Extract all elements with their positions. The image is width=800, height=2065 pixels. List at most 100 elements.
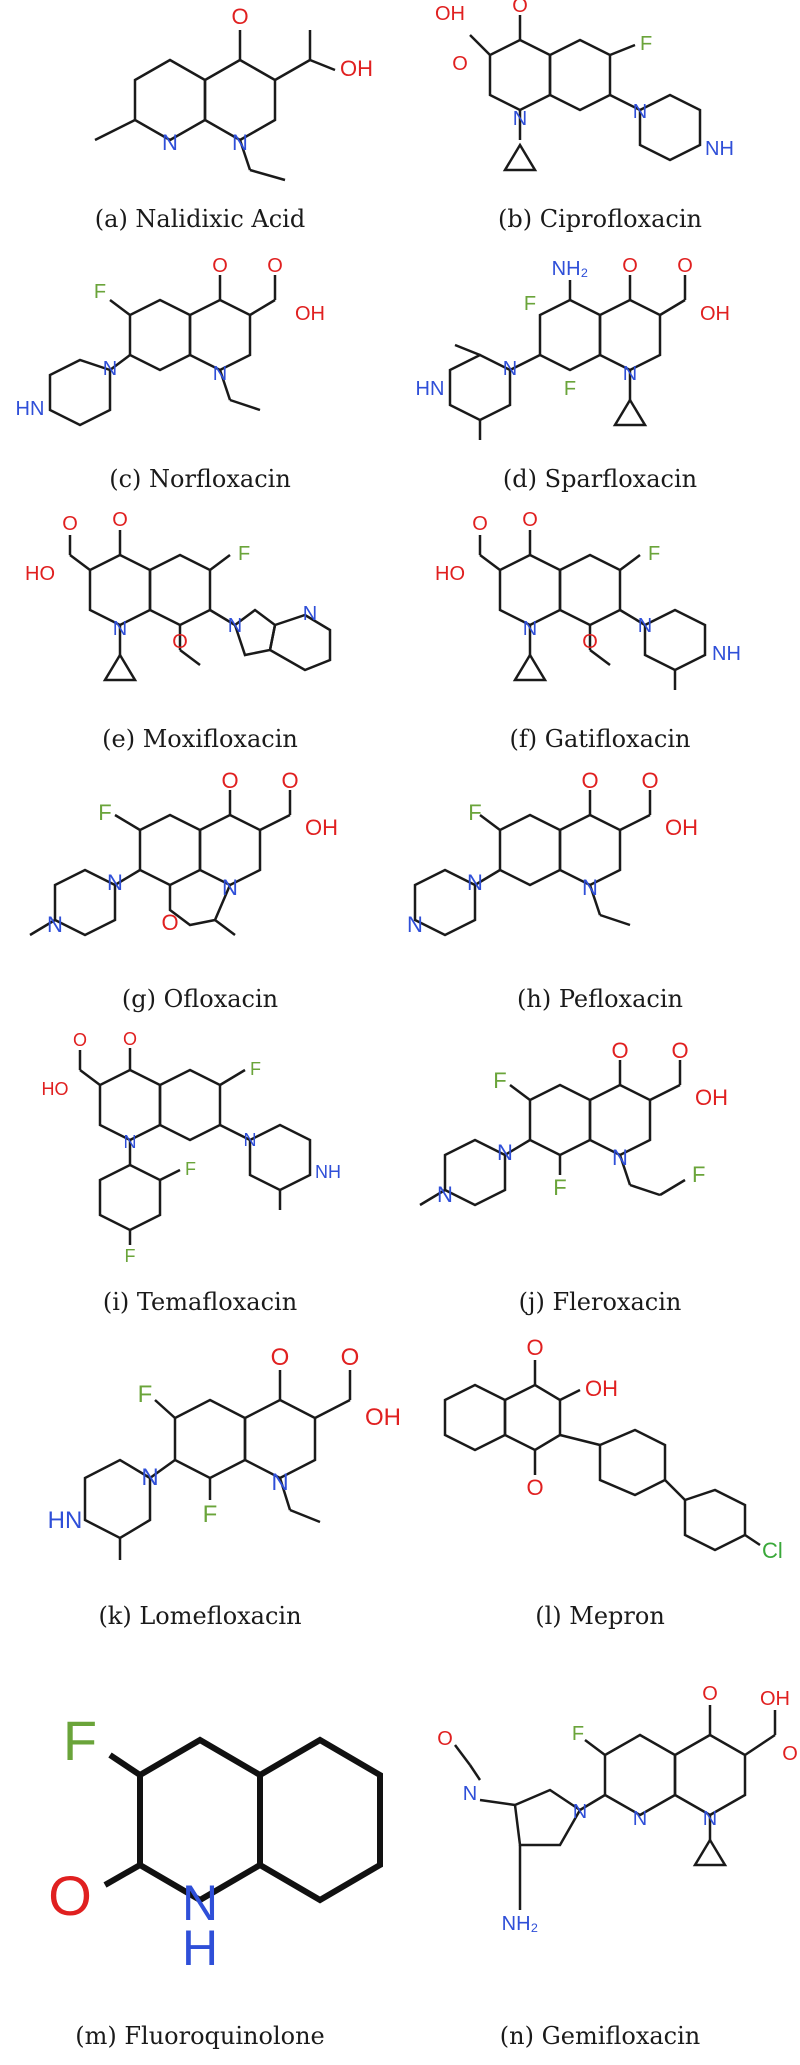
atom-label: F <box>564 378 576 400</box>
atom-label: OH <box>695 1085 728 1110</box>
molecule-structure-n: O OH O F O N N N N NH₂ <box>437 1683 798 1935</box>
atom-label: O <box>212 255 228 277</box>
atom-label: O <box>526 1475 543 1500</box>
molecule-caption-j: (j) Fleroxacin <box>518 1288 682 1316</box>
atom-label: F <box>203 1501 218 1528</box>
atom-label: NH <box>705 138 734 160</box>
atom-label: N <box>213 363 227 385</box>
atom-label: F <box>98 800 111 825</box>
atom-label: O <box>622 255 638 277</box>
atom-label: O <box>677 255 693 277</box>
atom-label: F <box>572 1723 584 1745</box>
atom-label: O <box>782 1743 798 1765</box>
atom-label: F <box>468 800 481 825</box>
molecule-structure-h: O O OH F N N N <box>407 770 698 937</box>
molecule-caption-l: (l) Mepron <box>535 1602 665 1630</box>
atom-label: F <box>648 543 660 565</box>
atom-label: N <box>633 101 647 123</box>
atom-label: O <box>437 1728 453 1750</box>
atom-label: O <box>62 513 78 535</box>
molecule-caption-n: (n) Gemifloxacin <box>499 2022 701 2050</box>
atom-label: O <box>611 1038 628 1063</box>
molecule-cell-k: O O OH F N F N HN (k) Lomefloxacin <box>0 1330 400 1650</box>
atom-label: N <box>497 1140 513 1165</box>
atom-label: F <box>185 1159 196 1179</box>
atom-label: N <box>47 912 63 937</box>
atom-label: F <box>250 1059 261 1079</box>
atom-label: OH <box>665 815 698 840</box>
atom-label: N <box>703 1808 717 1830</box>
molecule-structure-i: O O HO F N F F N NH <box>42 1030 342 1266</box>
atom-label: HO <box>42 1079 69 1099</box>
atom-label: OH <box>760 1688 790 1710</box>
atom-label: NH₂ <box>552 258 589 280</box>
atom-label: F <box>94 281 106 303</box>
atom-label: N <box>523 618 537 640</box>
molecule-structure-e: O O HO F N O N N <box>25 510 332 682</box>
atom-label: O <box>112 510 128 531</box>
molecule-structure-k: O O OH F N F N HN <box>48 1344 400 1560</box>
atom-label: O <box>512 0 528 17</box>
molecule-cell-f: O O HO F N O N NH (f) Gatifloxacin <box>400 510 800 770</box>
molecule-cell-l: O OH O Cl (l) Mepron <box>400 1330 800 1650</box>
atom-label: F <box>238 543 250 565</box>
atom-label: HN <box>16 398 45 420</box>
atom-label: NH <box>315 1162 341 1182</box>
atom-label: O <box>522 510 538 531</box>
atom-label: O <box>73 1030 87 1050</box>
molecule-caption-e: (e) Moxifloxacin <box>102 725 298 753</box>
molecule-structure-l: O OH O Cl <box>443 1335 783 1563</box>
atom-label: F <box>640 33 652 55</box>
molecule-caption-m: (m) Fluoroquinolone <box>75 2022 325 2050</box>
atom-label: N <box>303 603 317 625</box>
atom-label: N <box>103 358 117 380</box>
atom-label: OH <box>585 1376 618 1401</box>
molecule-cell-d: NH₂ O O OH F F N N HN (d) Sparfloxacin <box>400 250 800 510</box>
atom-label: N <box>244 1130 257 1150</box>
molecule-structure-b: OH O O F N N NH <box>435 0 734 172</box>
molecule-caption-d: (d) Sparfloxacin <box>502 465 698 493</box>
atom-label: F <box>493 1068 506 1093</box>
molecule-cell-c: O O OH F N N HN (c) Norfloxacin <box>0 250 400 510</box>
atom-label: F <box>524 293 536 315</box>
atom-label: N <box>638 615 652 637</box>
molecule-structure-j: O O OH F N N N F F <box>419 1038 728 1207</box>
atom-label: HN <box>416 378 445 400</box>
molecule-caption-i: (i) Temafloxacin <box>102 1288 298 1316</box>
molecule-cell-n: O OH O F O N N N N NH₂ (n) Gemifloxacin <box>400 1650 800 2065</box>
atom-label: N <box>228 615 242 637</box>
molecule-structure-d: NH₂ O O OH F F N N HN <box>416 255 730 440</box>
atom-label: N <box>573 1801 587 1823</box>
molecule-caption-f: (f) Gatifloxacin <box>509 725 691 753</box>
atom-label: F <box>63 1709 97 1772</box>
molecule-cell-g: O O OH F N N O N (g) Ofloxacin <box>0 770 400 1030</box>
atom-label: F <box>138 1381 153 1408</box>
atom-label: OH <box>700 303 730 325</box>
molecule-caption-g: (g) Ofloxacin <box>121 985 279 1013</box>
atom-label: N <box>582 875 598 900</box>
atom-label: O <box>581 770 598 793</box>
atom-label: O <box>172 631 188 653</box>
atom-label: O <box>231 4 248 29</box>
atom-label: OH <box>295 303 325 325</box>
atom-label: N <box>271 1469 288 1496</box>
atom-label: N <box>467 870 483 895</box>
molecule-cell-h: O O OH F N N N (h) Pefloxacin <box>400 770 800 1030</box>
atom-label: O <box>472 513 488 535</box>
molecule-caption-c: (c) Norfloxacin <box>109 465 291 493</box>
molecule-structure-c: O O OH F N N HN <box>16 255 325 427</box>
atom-label: HN <box>48 1507 83 1534</box>
atom-label: HO <box>435 563 465 585</box>
atom-label: NH <box>712 643 741 665</box>
atom-label: O <box>267 255 283 277</box>
atom-label: F <box>553 1175 566 1200</box>
atom-label: N <box>222 875 238 900</box>
atom-label: OH <box>340 56 373 81</box>
atom-label: O <box>221 770 238 793</box>
atom-label: H <box>182 1920 218 1976</box>
atom-label: O <box>582 631 598 653</box>
molecule-cell-e: O O HO F N O N N (e) Moxifloxacin <box>0 510 400 770</box>
atom-label: N <box>503 358 517 380</box>
atom-label: N <box>623 363 637 385</box>
atom-label: O <box>641 770 658 793</box>
